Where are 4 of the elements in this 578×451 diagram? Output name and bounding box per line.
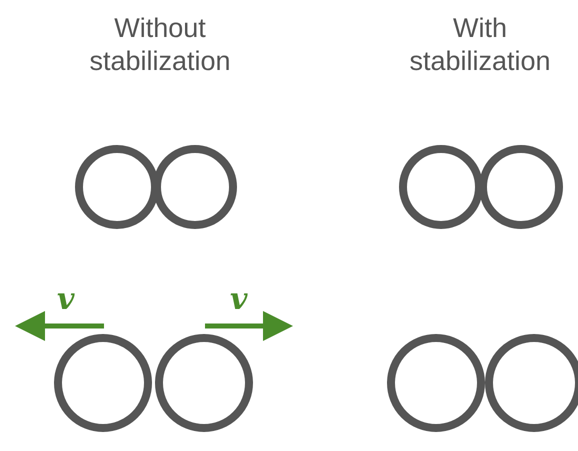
column-heading: Without stabilization [88, 12, 232, 78]
velocity-label: v [230, 284, 248, 316]
velocity-label: v [57, 284, 74, 316]
column-heading: With stabilization [408, 12, 552, 78]
